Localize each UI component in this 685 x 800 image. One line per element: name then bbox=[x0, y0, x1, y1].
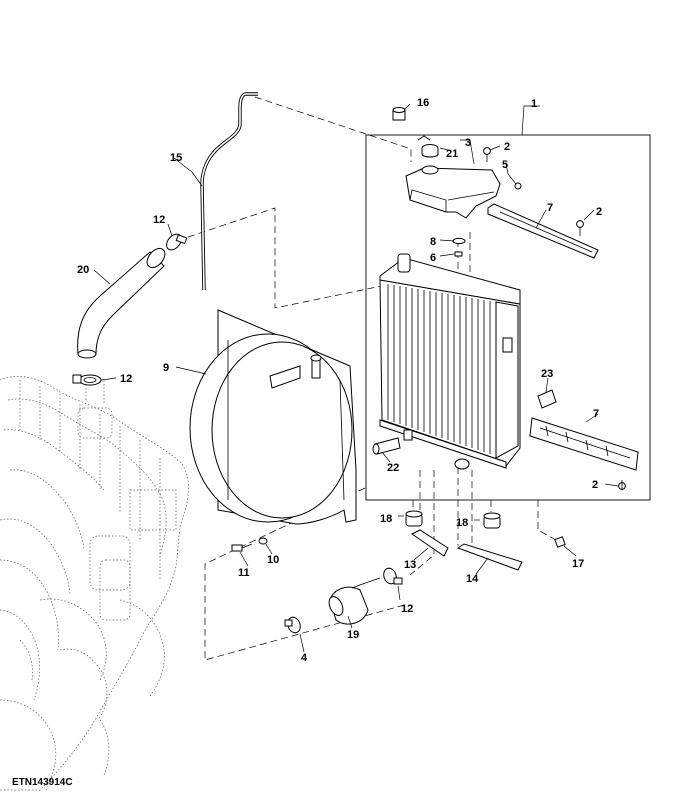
upper-radiator-hose bbox=[77, 247, 166, 359]
callout-22: 22 bbox=[387, 462, 399, 474]
dashed-leader-lines bbox=[187, 96, 557, 661]
callout-14: 14 bbox=[466, 573, 479, 585]
callout-leader-lines bbox=[93, 103, 619, 653]
radiator bbox=[379, 253, 521, 470]
bolt-2-top bbox=[483, 147, 491, 162]
hose-clamp-4 bbox=[284, 616, 301, 634]
figure-id-label: ETN143914C bbox=[12, 777, 73, 788]
bolt-5 bbox=[514, 182, 522, 190]
callout-7-upper: 7 bbox=[547, 202, 553, 214]
callout-12-lower: 12 bbox=[401, 603, 413, 615]
fan-shroud bbox=[189, 309, 357, 525]
callout-2-bottom: 2 bbox=[592, 479, 598, 491]
sensor-23 bbox=[537, 389, 557, 409]
isolator-18-left bbox=[405, 510, 423, 527]
callout-4: 4 bbox=[301, 652, 308, 664]
engine-block-outline bbox=[0, 376, 189, 791]
callout-15: 15 bbox=[170, 152, 182, 164]
callout-12-upper: 12 bbox=[153, 214, 165, 226]
bolt-2-bottom bbox=[618, 480, 626, 490]
callout-13: 13 bbox=[404, 559, 416, 571]
radiator-fins bbox=[387, 284, 491, 454]
mounting-bracket-upper bbox=[487, 203, 599, 259]
hose-clamp-left bbox=[72, 374, 102, 386]
callout-19: 19 bbox=[347, 629, 359, 641]
isolator-18-right bbox=[483, 512, 501, 529]
callout-16: 16 bbox=[417, 97, 429, 109]
o-ring-8 bbox=[452, 237, 466, 245]
callout-21: 21 bbox=[446, 148, 458, 160]
callout-3: 3 bbox=[465, 137, 471, 149]
seal-strip-14 bbox=[456, 543, 523, 571]
hose-clamp-upper bbox=[166, 233, 188, 251]
callout-18-left: 18 bbox=[380, 513, 392, 525]
bolt-2-right bbox=[576, 220, 584, 236]
callout-11: 11 bbox=[238, 567, 250, 579]
radiator-assembly-boundary bbox=[365, 134, 651, 501]
fitting-6 bbox=[454, 251, 463, 257]
hose-clamp-lower bbox=[383, 567, 403, 585]
clip-17 bbox=[554, 536, 566, 548]
callout-9: 9 bbox=[163, 362, 169, 374]
callout-12-left: 12 bbox=[120, 373, 132, 385]
callout-6: 6 bbox=[430, 252, 436, 264]
mounting-bracket-lower bbox=[529, 417, 639, 471]
cap-16 bbox=[392, 107, 406, 121]
callout-5: 5 bbox=[502, 159, 508, 171]
callout-10: 10 bbox=[267, 554, 279, 566]
drain-valve bbox=[372, 437, 401, 455]
callout-18-right: 18 bbox=[456, 517, 468, 529]
callout-17: 17 bbox=[572, 558, 584, 570]
callout-8: 8 bbox=[430, 236, 436, 248]
seal-strip-13 bbox=[411, 529, 449, 557]
callout-2-top: 2 bbox=[504, 141, 510, 153]
washer-10 bbox=[258, 537, 268, 545]
callout-1: 1 bbox=[531, 98, 537, 110]
callout-7-lower: 7 bbox=[593, 408, 599, 420]
callout-labels: 1 16 3 21 2 5 7 2 8 6 15 12 20 12 9 23 7… bbox=[77, 97, 602, 664]
bolt-11 bbox=[231, 543, 253, 552]
expansion-tank bbox=[405, 165, 501, 219]
callout-23: 23 bbox=[541, 368, 553, 380]
radiator-cap bbox=[417, 135, 439, 158]
lower-radiator-hose bbox=[328, 577, 381, 625]
overflow-hose bbox=[200, 92, 258, 291]
callout-20: 20 bbox=[77, 264, 89, 276]
callout-2-right: 2 bbox=[596, 206, 602, 218]
